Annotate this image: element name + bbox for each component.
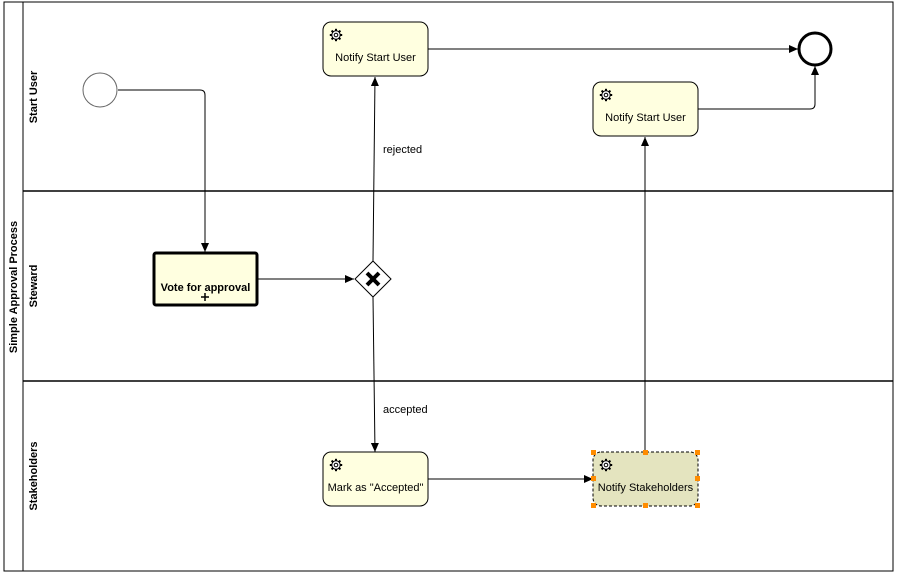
gear-icon <box>328 27 344 43</box>
task-label: Notify Start User <box>605 112 686 124</box>
plus-icon[interactable] <box>201 293 209 301</box>
start-event[interactable] <box>82 72 118 108</box>
resize-handle[interactable] <box>643 503 648 508</box>
task-box <box>592 81 699 137</box>
task-box <box>322 451 429 507</box>
resize-handle[interactable] <box>695 450 700 455</box>
task-label: Notify Stakeholders <box>598 482 694 494</box>
sequence-flows <box>118 45 819 483</box>
lane-label-steward: Steward <box>28 265 40 308</box>
subprocess-vote-for-approval[interactable]: Vote for approval <box>152 251 259 307</box>
lane-stakeholders[interactable]: Stakeholders <box>28 441 40 510</box>
task-notify-start-user[interactable]: Notify Start User <box>322 21 429 77</box>
task-mark-as-accepted[interactable]: Mark as "Accepted" <box>322 451 429 507</box>
selection-handles[interactable] <box>591 450 700 508</box>
task-label: Mark as "Accepted" <box>328 482 424 494</box>
flow-start-to-vote[interactable] <box>118 89 209 252</box>
flow-gateway-rejected[interactable] <box>370 76 379 262</box>
exclusive-gateway[interactable] <box>354 260 392 298</box>
gear-icon <box>598 87 614 103</box>
task-box <box>592 451 699 507</box>
task-label: Notify Start User <box>335 52 416 64</box>
resize-handle[interactable] <box>643 450 648 455</box>
resize-handle[interactable] <box>591 476 596 481</box>
flow-gateway-accepted[interactable] <box>370 296 379 453</box>
subprocess-box <box>152 251 259 307</box>
exclusive-gateway-x-icon <box>365 271 381 287</box>
gear-icon <box>328 457 344 473</box>
lane-label-stakeholders: Stakeholders <box>28 441 40 510</box>
resize-handle[interactable] <box>695 476 700 481</box>
resize-handle[interactable] <box>591 450 596 455</box>
lane-start-user[interactable]: Start User <box>28 70 40 123</box>
resize-handle[interactable] <box>591 503 596 508</box>
flow-label-rejected: rejected <box>383 144 422 156</box>
gear-icon <box>598 457 614 473</box>
task-notify-start-user-2[interactable]: Notify Start User <box>592 81 699 137</box>
resize-handle[interactable] <box>695 503 700 508</box>
subprocess-label: Vote for approval <box>161 282 251 294</box>
end-event[interactable] <box>797 31 833 67</box>
lane-label-start-user: Start User <box>28 70 40 123</box>
flow-notify2-to-end[interactable] <box>698 66 819 110</box>
flow-label-accepted: accepted <box>383 404 428 416</box>
pool-border <box>3 1 894 572</box>
task-notify-stakeholders[interactable]: Notify Stakeholders <box>591 450 700 508</box>
pool-label: Simple Approval Process <box>8 221 20 353</box>
task-box <box>322 21 429 77</box>
pool[interactable]: Simple Approval Process <box>3 1 894 572</box>
lane-steward[interactable]: Steward <box>28 265 40 308</box>
